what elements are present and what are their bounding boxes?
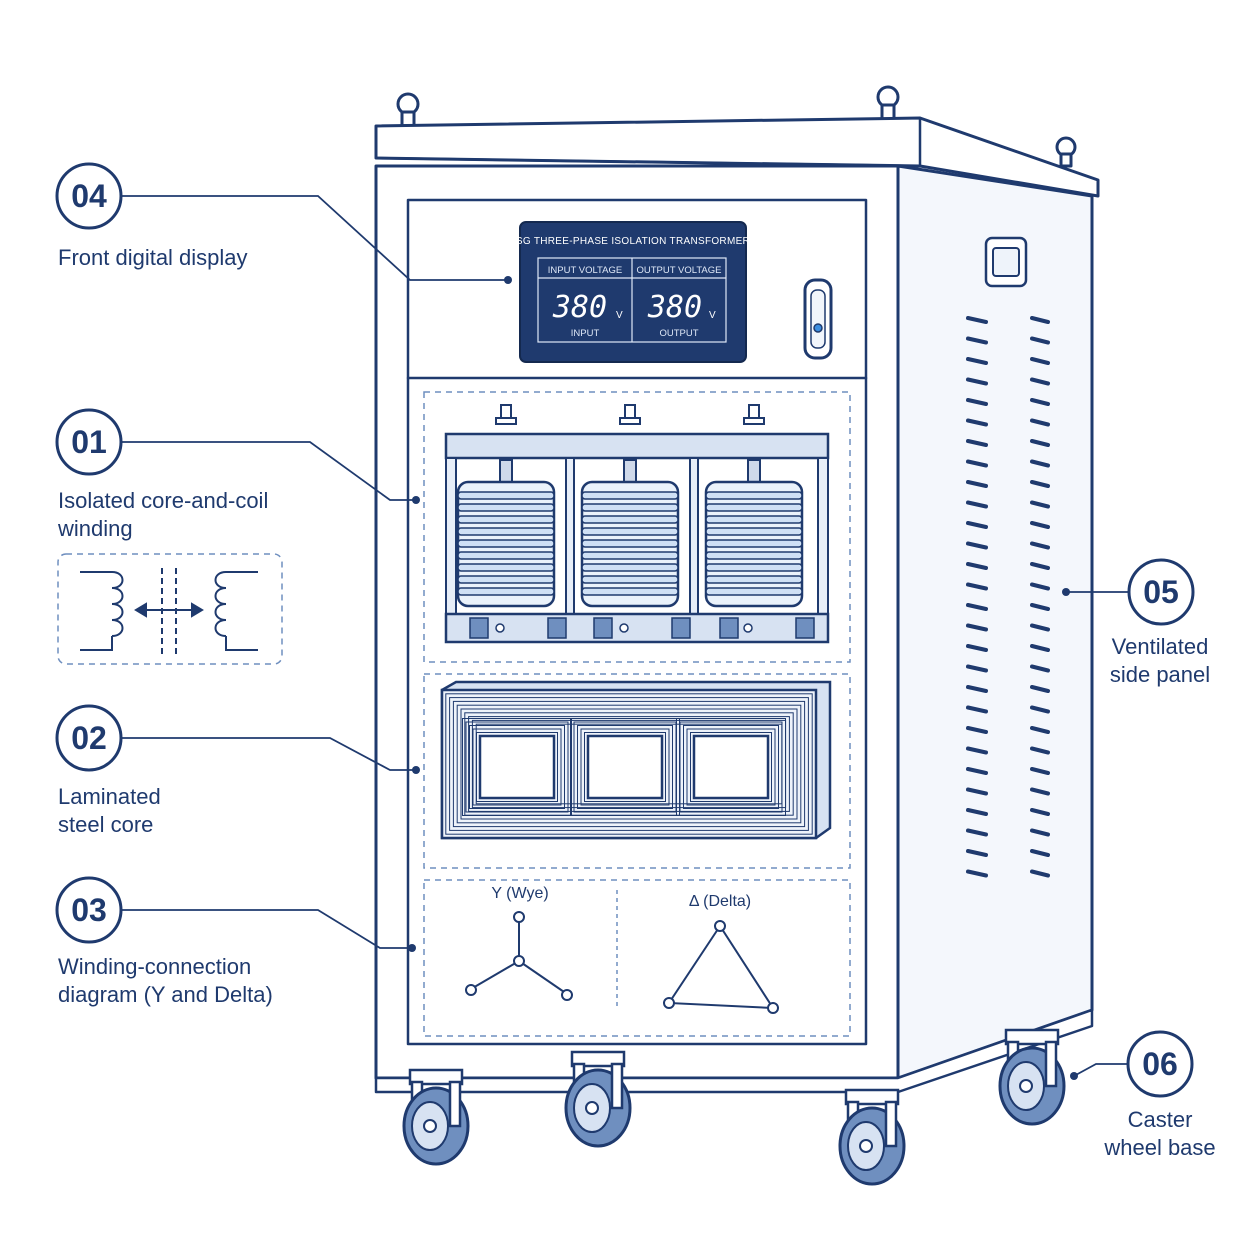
callout-number: 03 — [71, 892, 107, 928]
callout-number: 01 — [71, 424, 107, 460]
callout-06: 06 Caster wheel base — [1103, 1030, 1216, 1160]
output-unit: V — [709, 310, 716, 321]
wye-symbol — [465, 911, 573, 1001]
callout-number: 05 — [1143, 574, 1179, 610]
input-voltage-header: INPUT VOLTAGE — [548, 265, 622, 276]
leader-dots — [408, 276, 1078, 1080]
callout-02: 02 Laminated steel core — [55, 704, 161, 837]
input-label: INPUT — [571, 328, 600, 339]
leader-lines — [120, 195, 1130, 1077]
input-unit: V — [616, 310, 623, 321]
front-display: SG THREE-PHASE ISOLATION TRANSFORMER INP… — [516, 221, 750, 363]
callout-01: 01 Isolated core-and-coil winding — [55, 408, 268, 541]
callout-caption: steel core — [58, 812, 153, 837]
delta-symbol — [663, 920, 779, 1014]
core-coil-assembly — [423, 391, 851, 663]
callout-caption: Ventilated — [1112, 634, 1209, 659]
input-voltage-value: 380 — [552, 290, 607, 325]
connection-diagram: Y (Wye) Δ (Delta) — [423, 879, 851, 1037]
callout-caption: Caster — [1128, 1107, 1193, 1132]
vent-slots — [966, 316, 1050, 878]
output-label: OUTPUT — [659, 328, 698, 339]
callout-caption: Winding-connection — [58, 954, 251, 979]
callout-04: 04 Front digital display — [55, 162, 248, 270]
callout-05: 05 Ventilated side panel — [1110, 558, 1210, 687]
delta-label: Δ (Delta) — [689, 893, 751, 910]
lifting-eye — [396, 85, 1077, 168]
laminated-core — [423, 673, 851, 869]
callout-caption: Laminated — [58, 784, 161, 809]
output-voltage-header: OUTPUT VOLTAGE — [637, 265, 722, 276]
callout-caption: diagram (Y and Delta) — [58, 982, 273, 1007]
display-title: SG THREE-PHASE ISOLATION TRANSFORMER — [516, 236, 750, 247]
callout-caption: wheel base — [1103, 1135, 1215, 1160]
isolation-inset — [57, 553, 283, 665]
callout-caption: side panel — [1110, 662, 1210, 687]
callout-number: 06 — [1142, 1046, 1178, 1082]
wye-label: Y (Wye) — [491, 885, 548, 902]
callout-caption: Front digital display — [58, 245, 248, 270]
output-voltage-value: 380 — [647, 290, 702, 325]
callout-caption: Isolated core-and-coil — [58, 488, 268, 513]
callout-number: 02 — [71, 720, 107, 756]
callout-caption: winding — [57, 516, 133, 541]
callout-number: 04 — [71, 178, 107, 214]
callout-03: 03 Winding-connection diagram (Y and Del… — [55, 876, 273, 1007]
power-switch[interactable] — [803, 278, 833, 360]
